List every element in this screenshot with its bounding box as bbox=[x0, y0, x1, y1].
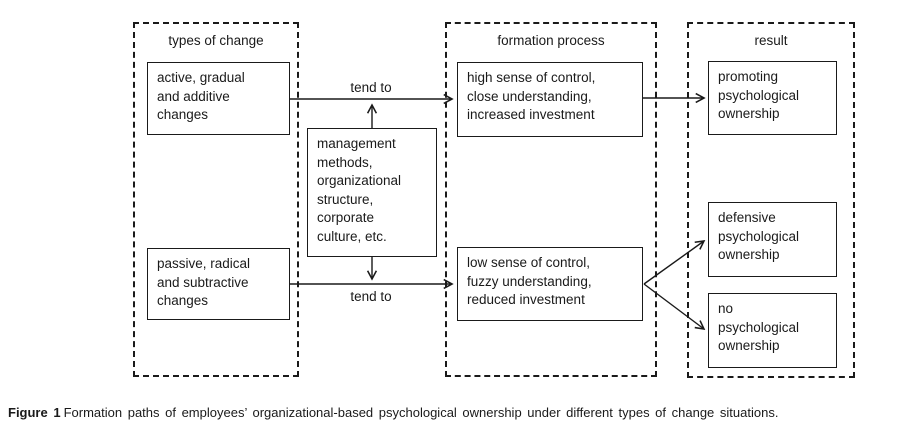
node-defensive-psychological-ownership: defensive psychological ownership bbox=[708, 202, 837, 277]
column-formation-process: formation process bbox=[445, 22, 657, 377]
edge-label-tend-to-top: tend to bbox=[350, 80, 392, 95]
column-types-of-change: types of change bbox=[133, 22, 299, 377]
column-title-types-of-change: types of change bbox=[168, 33, 264, 48]
figure-caption-label: Figure 1 bbox=[8, 405, 61, 420]
node-management-methods: management methods, organizational struc… bbox=[307, 128, 437, 257]
column-result: result bbox=[687, 22, 855, 378]
figure-caption-text: Formation paths of employees’ organizati… bbox=[63, 405, 779, 420]
node-active-gradual-additive-changes: active, gradual and additive changes bbox=[147, 62, 290, 135]
node-no-psychological-ownership: no psychological ownership bbox=[708, 293, 837, 368]
column-title-result: result bbox=[754, 33, 788, 48]
node-low-sense-of-control: low sense of control, fuzzy understandin… bbox=[457, 247, 643, 321]
edge-label-tend-to-bottom: tend to bbox=[350, 289, 392, 304]
column-title-formation-process: formation process bbox=[497, 33, 605, 48]
node-promoting-psychological-ownership: promoting psychological ownership bbox=[708, 61, 837, 135]
node-passive-radical-subtractive-changes: passive, radical and subtractive changes bbox=[147, 248, 290, 320]
node-high-sense-of-control: high sense of control, close understandi… bbox=[457, 62, 643, 137]
